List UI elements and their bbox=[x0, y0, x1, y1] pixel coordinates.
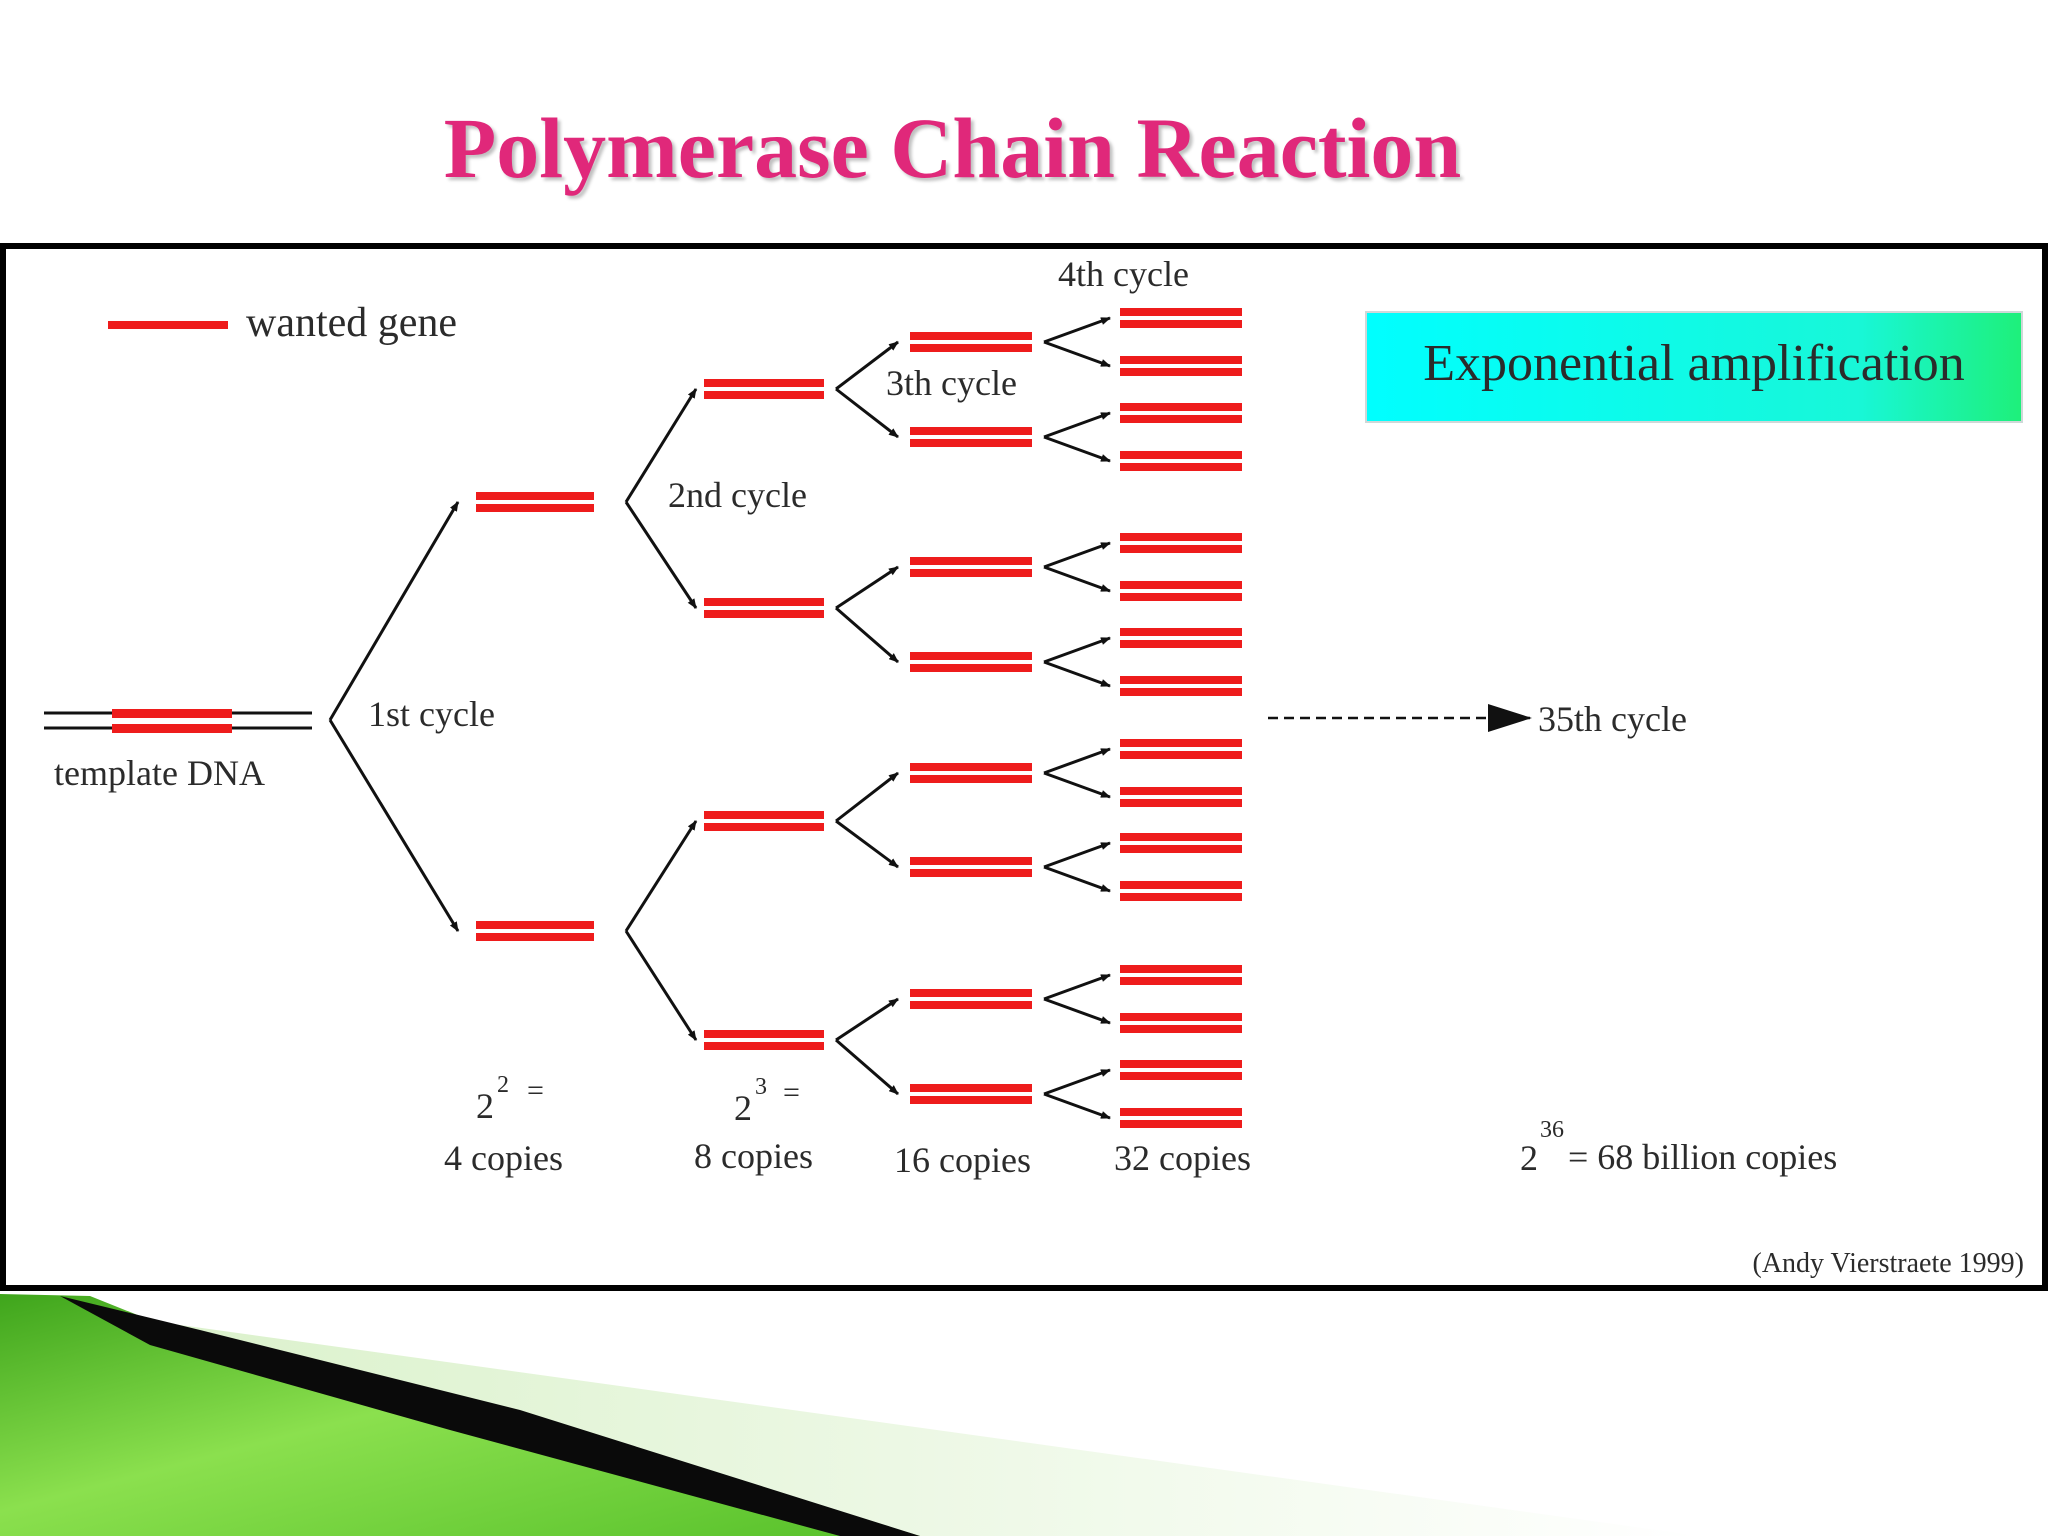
count-4-equals: = bbox=[527, 1074, 544, 1107]
cycle4-strand bbox=[1120, 533, 1242, 553]
cycle3-strand bbox=[910, 763, 1032, 783]
cycle4-strand bbox=[1120, 451, 1242, 471]
cycle3-strand bbox=[910, 652, 1032, 672]
amplification-tree bbox=[328, 308, 1242, 1128]
template-dna bbox=[44, 709, 312, 733]
cycle3-strand bbox=[910, 1084, 1032, 1104]
cycle3-arrow bbox=[835, 819, 899, 869]
cycle2-arrow bbox=[624, 930, 698, 1041]
legend-label: wanted gene bbox=[246, 300, 457, 346]
cycle4-arrow bbox=[1043, 340, 1111, 368]
callout-text: Exponential amplification bbox=[1423, 335, 1965, 392]
cycle4-strand bbox=[1120, 1060, 1242, 1080]
cycle2-arrow bbox=[624, 501, 698, 609]
cycle4-arrow bbox=[1043, 316, 1111, 344]
cycle4-arrow bbox=[1043, 973, 1111, 1001]
cycle-label-1st: 1st cycle bbox=[368, 694, 495, 734]
count-8-equals: = bbox=[783, 1076, 800, 1109]
count-16-label: 16 copies bbox=[894, 1140, 1031, 1180]
cycle-label-2nd: 2nd cycle bbox=[668, 475, 807, 515]
count-final-exponent: 36 bbox=[1540, 1117, 1564, 1143]
count-4-base: 2 bbox=[476, 1086, 494, 1126]
cycle3-strand bbox=[910, 427, 1032, 447]
cycle4-arrow bbox=[1043, 841, 1111, 869]
cycle3-arrow bbox=[835, 565, 899, 610]
cycle4-arrow bbox=[1043, 1068, 1111, 1096]
cycle4-arrow bbox=[1043, 747, 1111, 775]
cycle3-arrow bbox=[835, 1038, 899, 1096]
cycle3-arrow bbox=[835, 340, 899, 391]
cycle-label-4th: 4th cycle bbox=[1058, 254, 1189, 294]
template-dna-label: template DNA bbox=[54, 753, 265, 793]
cycle-label-3th: 3th cycle bbox=[886, 363, 1017, 403]
cycle4-strand bbox=[1120, 833, 1242, 853]
cycle4-arrow bbox=[1043, 541, 1111, 569]
cycle4-strand bbox=[1120, 403, 1242, 423]
cycle4-strand bbox=[1120, 676, 1242, 696]
cycle4-strand bbox=[1120, 1108, 1242, 1128]
callout-box bbox=[1365, 311, 2023, 423]
count-8-label: 8 copies bbox=[694, 1136, 813, 1176]
cycle1-arrow bbox=[328, 719, 460, 932]
cycle4-strand bbox=[1120, 581, 1242, 601]
count-8-exponent: 3 bbox=[755, 1074, 767, 1100]
count-final-base: 2 bbox=[1520, 1138, 1538, 1178]
count-4-label: 4 copies bbox=[444, 1138, 563, 1178]
cycle-label-35th: 35th cycle bbox=[1538, 699, 1687, 739]
cycle4-arrow bbox=[1043, 636, 1111, 664]
cycle3-arrow bbox=[835, 387, 899, 439]
count-8-base: 2 bbox=[734, 1088, 752, 1128]
cycle1-arrow bbox=[328, 501, 460, 721]
credit: (Andy Vierstraete 1999) bbox=[1753, 1248, 2025, 1279]
cycle4-strand bbox=[1120, 356, 1242, 376]
cycle4-arrow bbox=[1043, 997, 1111, 1025]
cycle4-strand bbox=[1120, 881, 1242, 901]
slide-title: Polymerase Chain Reaction bbox=[443, 100, 1462, 196]
cycle4-strand bbox=[1120, 787, 1242, 807]
cycle3-strand bbox=[910, 857, 1032, 877]
cycle4-arrow bbox=[1043, 660, 1111, 688]
cycle4-strand bbox=[1120, 308, 1242, 328]
cycle4-arrow bbox=[1043, 1092, 1111, 1120]
cycle4-strand bbox=[1120, 1013, 1242, 1033]
cycle2-arrow bbox=[624, 820, 698, 932]
count-4-exponent: 2 bbox=[497, 1072, 509, 1098]
cycle4-arrow bbox=[1043, 771, 1111, 799]
cycle4-arrow bbox=[1043, 565, 1111, 593]
count-final-label: = 68 billion copies bbox=[1568, 1137, 1837, 1177]
cycle1-strand bbox=[476, 492, 594, 512]
cycle1-strand bbox=[476, 921, 594, 941]
cycle4-arrow bbox=[1043, 865, 1111, 893]
decorative-swoosh bbox=[0, 1294, 1700, 1536]
cycle3-arrow bbox=[835, 771, 899, 823]
cycle2-strand bbox=[704, 811, 824, 831]
cycle3-strand bbox=[910, 557, 1032, 577]
cycle3-strand bbox=[910, 332, 1032, 352]
cycle2-strand bbox=[704, 598, 824, 618]
cycle4-strand bbox=[1120, 739, 1242, 759]
cycle3-arrow bbox=[835, 997, 899, 1042]
cycle4-strand bbox=[1120, 965, 1242, 985]
cycle4-arrow bbox=[1043, 411, 1111, 439]
cycle4-arrow bbox=[1043, 435, 1111, 463]
cycle3-arrow bbox=[835, 606, 899, 664]
count-32-label: 32 copies bbox=[1114, 1138, 1251, 1178]
cycle2-arrow bbox=[624, 388, 698, 503]
cycle2-strand bbox=[704, 1030, 824, 1050]
cycle2-strand bbox=[704, 379, 824, 399]
cycle4-strand bbox=[1120, 628, 1242, 648]
cycle3-strand bbox=[910, 989, 1032, 1009]
